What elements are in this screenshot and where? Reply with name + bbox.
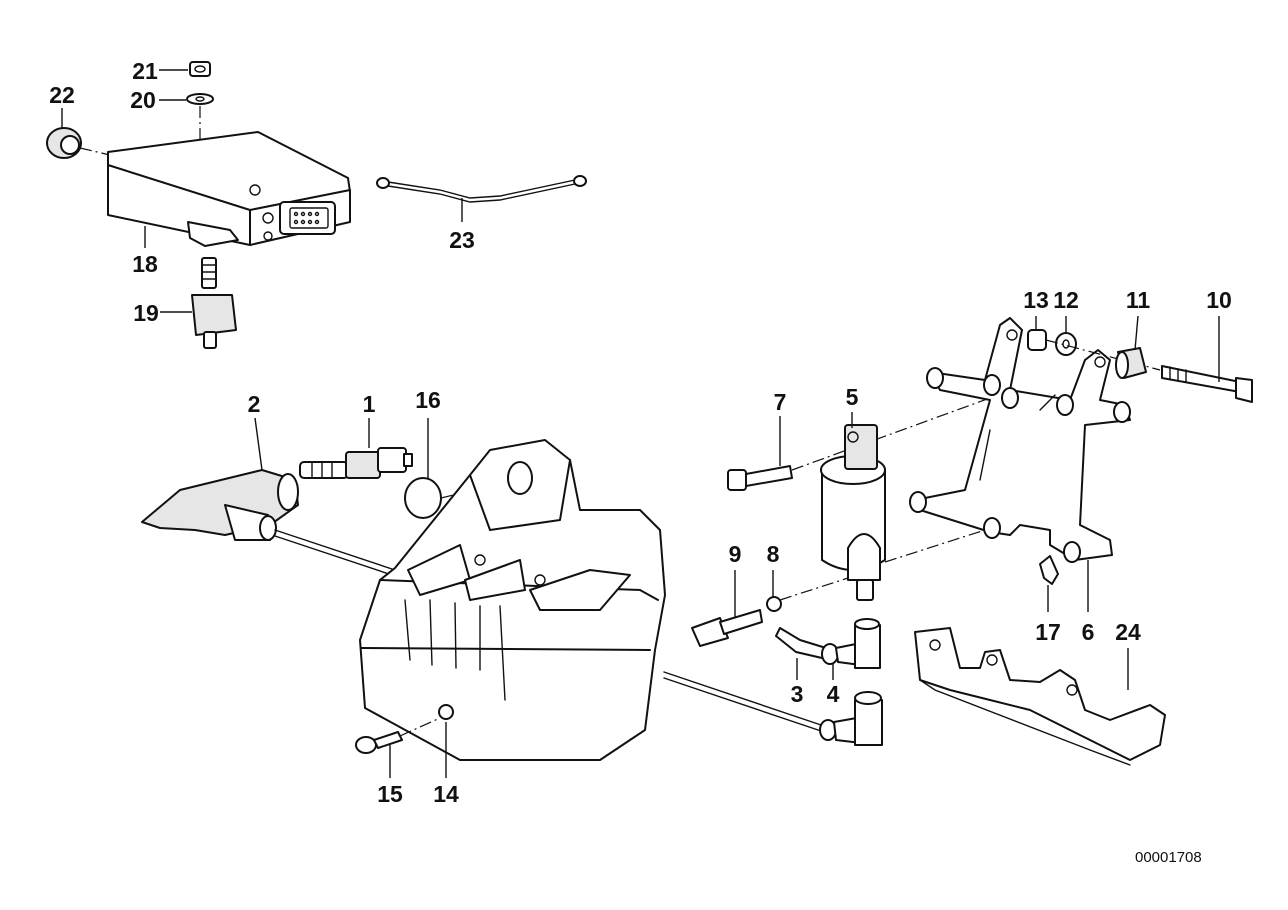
- ignition-coil-group: [663, 317, 1253, 766]
- part-14-cover: [359, 439, 666, 778]
- callout-2: 2: [248, 391, 261, 417]
- connector-pins: [293, 211, 320, 225]
- callout-15: 15: [377, 781, 403, 807]
- part-1-spark-plug: [299, 447, 413, 479]
- part-5-ignition-coil: [820, 424, 986, 601]
- callout-23: 23: [449, 227, 475, 253]
- part-3-terminal: [775, 627, 827, 659]
- callout-11: 11: [1126, 287, 1151, 313]
- part-12-washer: [1055, 332, 1077, 356]
- part-9-stud: [691, 609, 763, 647]
- ignition-lead-group: [141, 447, 516, 577]
- callout-3: 3: [791, 681, 804, 707]
- callout-labels: 1 2 3 4 5 6 7 8 9 10 11 12 13 14 15 16 1…: [49, 58, 1232, 807]
- callout-4: 4: [827, 681, 840, 707]
- part-6-bracket: [909, 317, 1131, 612]
- leader-lines: [61, 69, 1220, 680]
- control-unit-group: [46, 61, 351, 349]
- part-7-bolt: [727, 397, 991, 491]
- callout-7: 7: [774, 389, 787, 415]
- part-11-bushing: [1115, 347, 1147, 379]
- document-number: 00001708: [1135, 849, 1202, 866]
- part-20-washer: [186, 93, 214, 105]
- callout-6: 6: [1082, 619, 1095, 645]
- part-15-screw: [355, 717, 441, 778]
- callout-16: 16: [415, 387, 441, 413]
- callout-5: 5: [846, 384, 859, 410]
- callout-14: 14: [433, 781, 459, 807]
- callout-18: 18: [132, 251, 158, 277]
- part-10-bolt: [1161, 365, 1253, 403]
- part-24-shield: [914, 627, 1166, 766]
- callout-17: 17: [1035, 619, 1061, 645]
- part-19-rubber-mount: [191, 257, 237, 349]
- part-21-nut: [189, 61, 211, 77]
- callout-10: 10: [1206, 287, 1232, 313]
- part-4-angled-connector: [821, 618, 881, 669]
- part-18-control-unit: [107, 131, 351, 247]
- callout-24: 24: [1115, 619, 1141, 645]
- callout-8: 8: [767, 541, 780, 567]
- callout-21: 21: [132, 58, 158, 84]
- callout-12: 12: [1053, 287, 1079, 313]
- callout-19: 19: [133, 300, 159, 326]
- part-17-clip: [1039, 555, 1059, 612]
- callout-22: 22: [49, 82, 75, 108]
- part-8-washer: [766, 577, 849, 612]
- part-13-nut: [1027, 329, 1047, 351]
- part-23-ground-cable: [376, 175, 587, 222]
- part-22-grommet: [46, 127, 111, 159]
- callout-9: 9: [729, 541, 742, 567]
- callout-1: 1: [363, 391, 376, 417]
- callout-13: 13: [1023, 287, 1049, 313]
- part-2-plug-connector: [141, 469, 299, 541]
- lower-angled-connector: [819, 691, 883, 746]
- callout-20: 20: [130, 87, 156, 113]
